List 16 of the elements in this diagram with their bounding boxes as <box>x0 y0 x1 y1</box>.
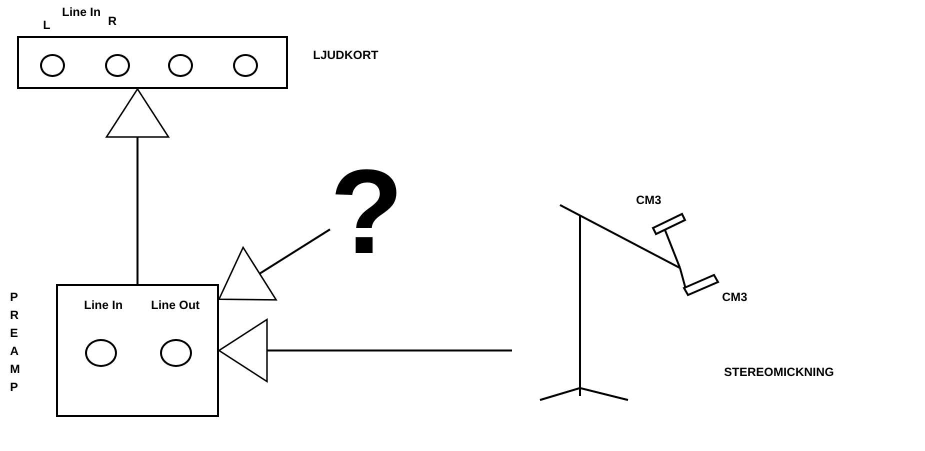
arrow <box>218 318 512 382</box>
arrow <box>218 228 331 301</box>
device-label: PREAMP <box>10 289 17 396</box>
channel-label: R <box>108 14 117 28</box>
jack-label: Line In <box>84 298 123 312</box>
jack-label: Line Out <box>151 298 200 312</box>
device-label: STEREOMICKNING <box>724 365 834 379</box>
preamp-box <box>56 284 219 417</box>
microphone-label: CM3 <box>636 193 662 207</box>
microphone-label: CM3 <box>722 290 748 304</box>
jack-group-label: Line In <box>62 5 101 19</box>
device-label: LJUDKORT <box>313 48 378 62</box>
question-mark: ? <box>330 148 404 276</box>
channel-label: L <box>43 18 50 32</box>
microphone-stand-drawing <box>540 204 720 401</box>
arrow <box>106 88 170 284</box>
